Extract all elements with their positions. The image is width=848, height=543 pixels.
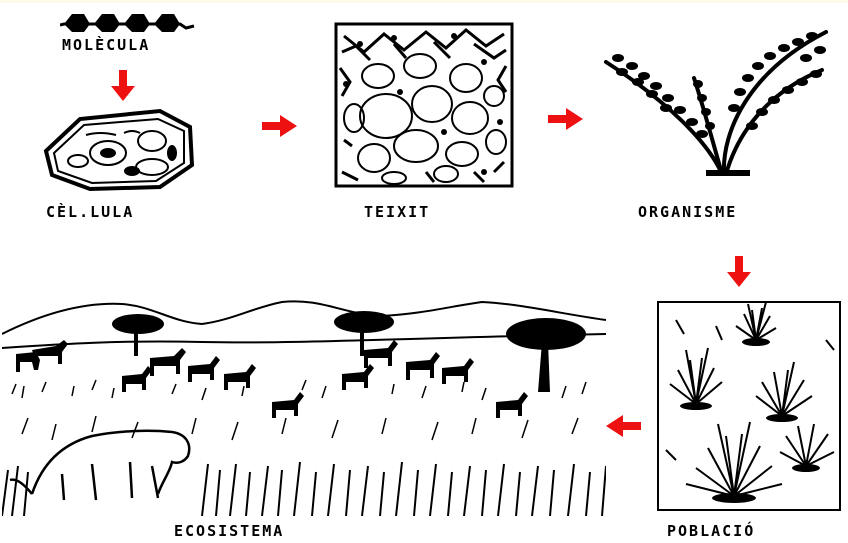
label-population: POBLACIÓ <box>667 522 755 540</box>
label-ecosystem: ECOSISTEMA <box>174 522 284 540</box>
arrow-cell-to-tissue <box>262 114 298 138</box>
arrow-organism-to-population <box>726 256 752 288</box>
label-organism: ORGANISME <box>638 203 737 221</box>
organism-illustration <box>598 22 834 182</box>
label-cell: CÈL.LULA <box>46 203 134 221</box>
ecosystem-illustration <box>2 294 606 516</box>
population-illustration <box>656 300 842 512</box>
arrow-population-to-ecosystem <box>606 414 642 438</box>
label-tissue: TEIXIT <box>364 203 430 221</box>
tissue-illustration <box>334 22 514 188</box>
arrow-tissue-to-organism <box>548 107 584 131</box>
molecule-illustration <box>60 8 200 34</box>
arrow-molecule-to-cell <box>110 70 136 102</box>
cell-illustration <box>40 105 200 195</box>
top-border-line <box>0 0 848 3</box>
label-molecule: MOLÈCULA <box>62 36 150 54</box>
